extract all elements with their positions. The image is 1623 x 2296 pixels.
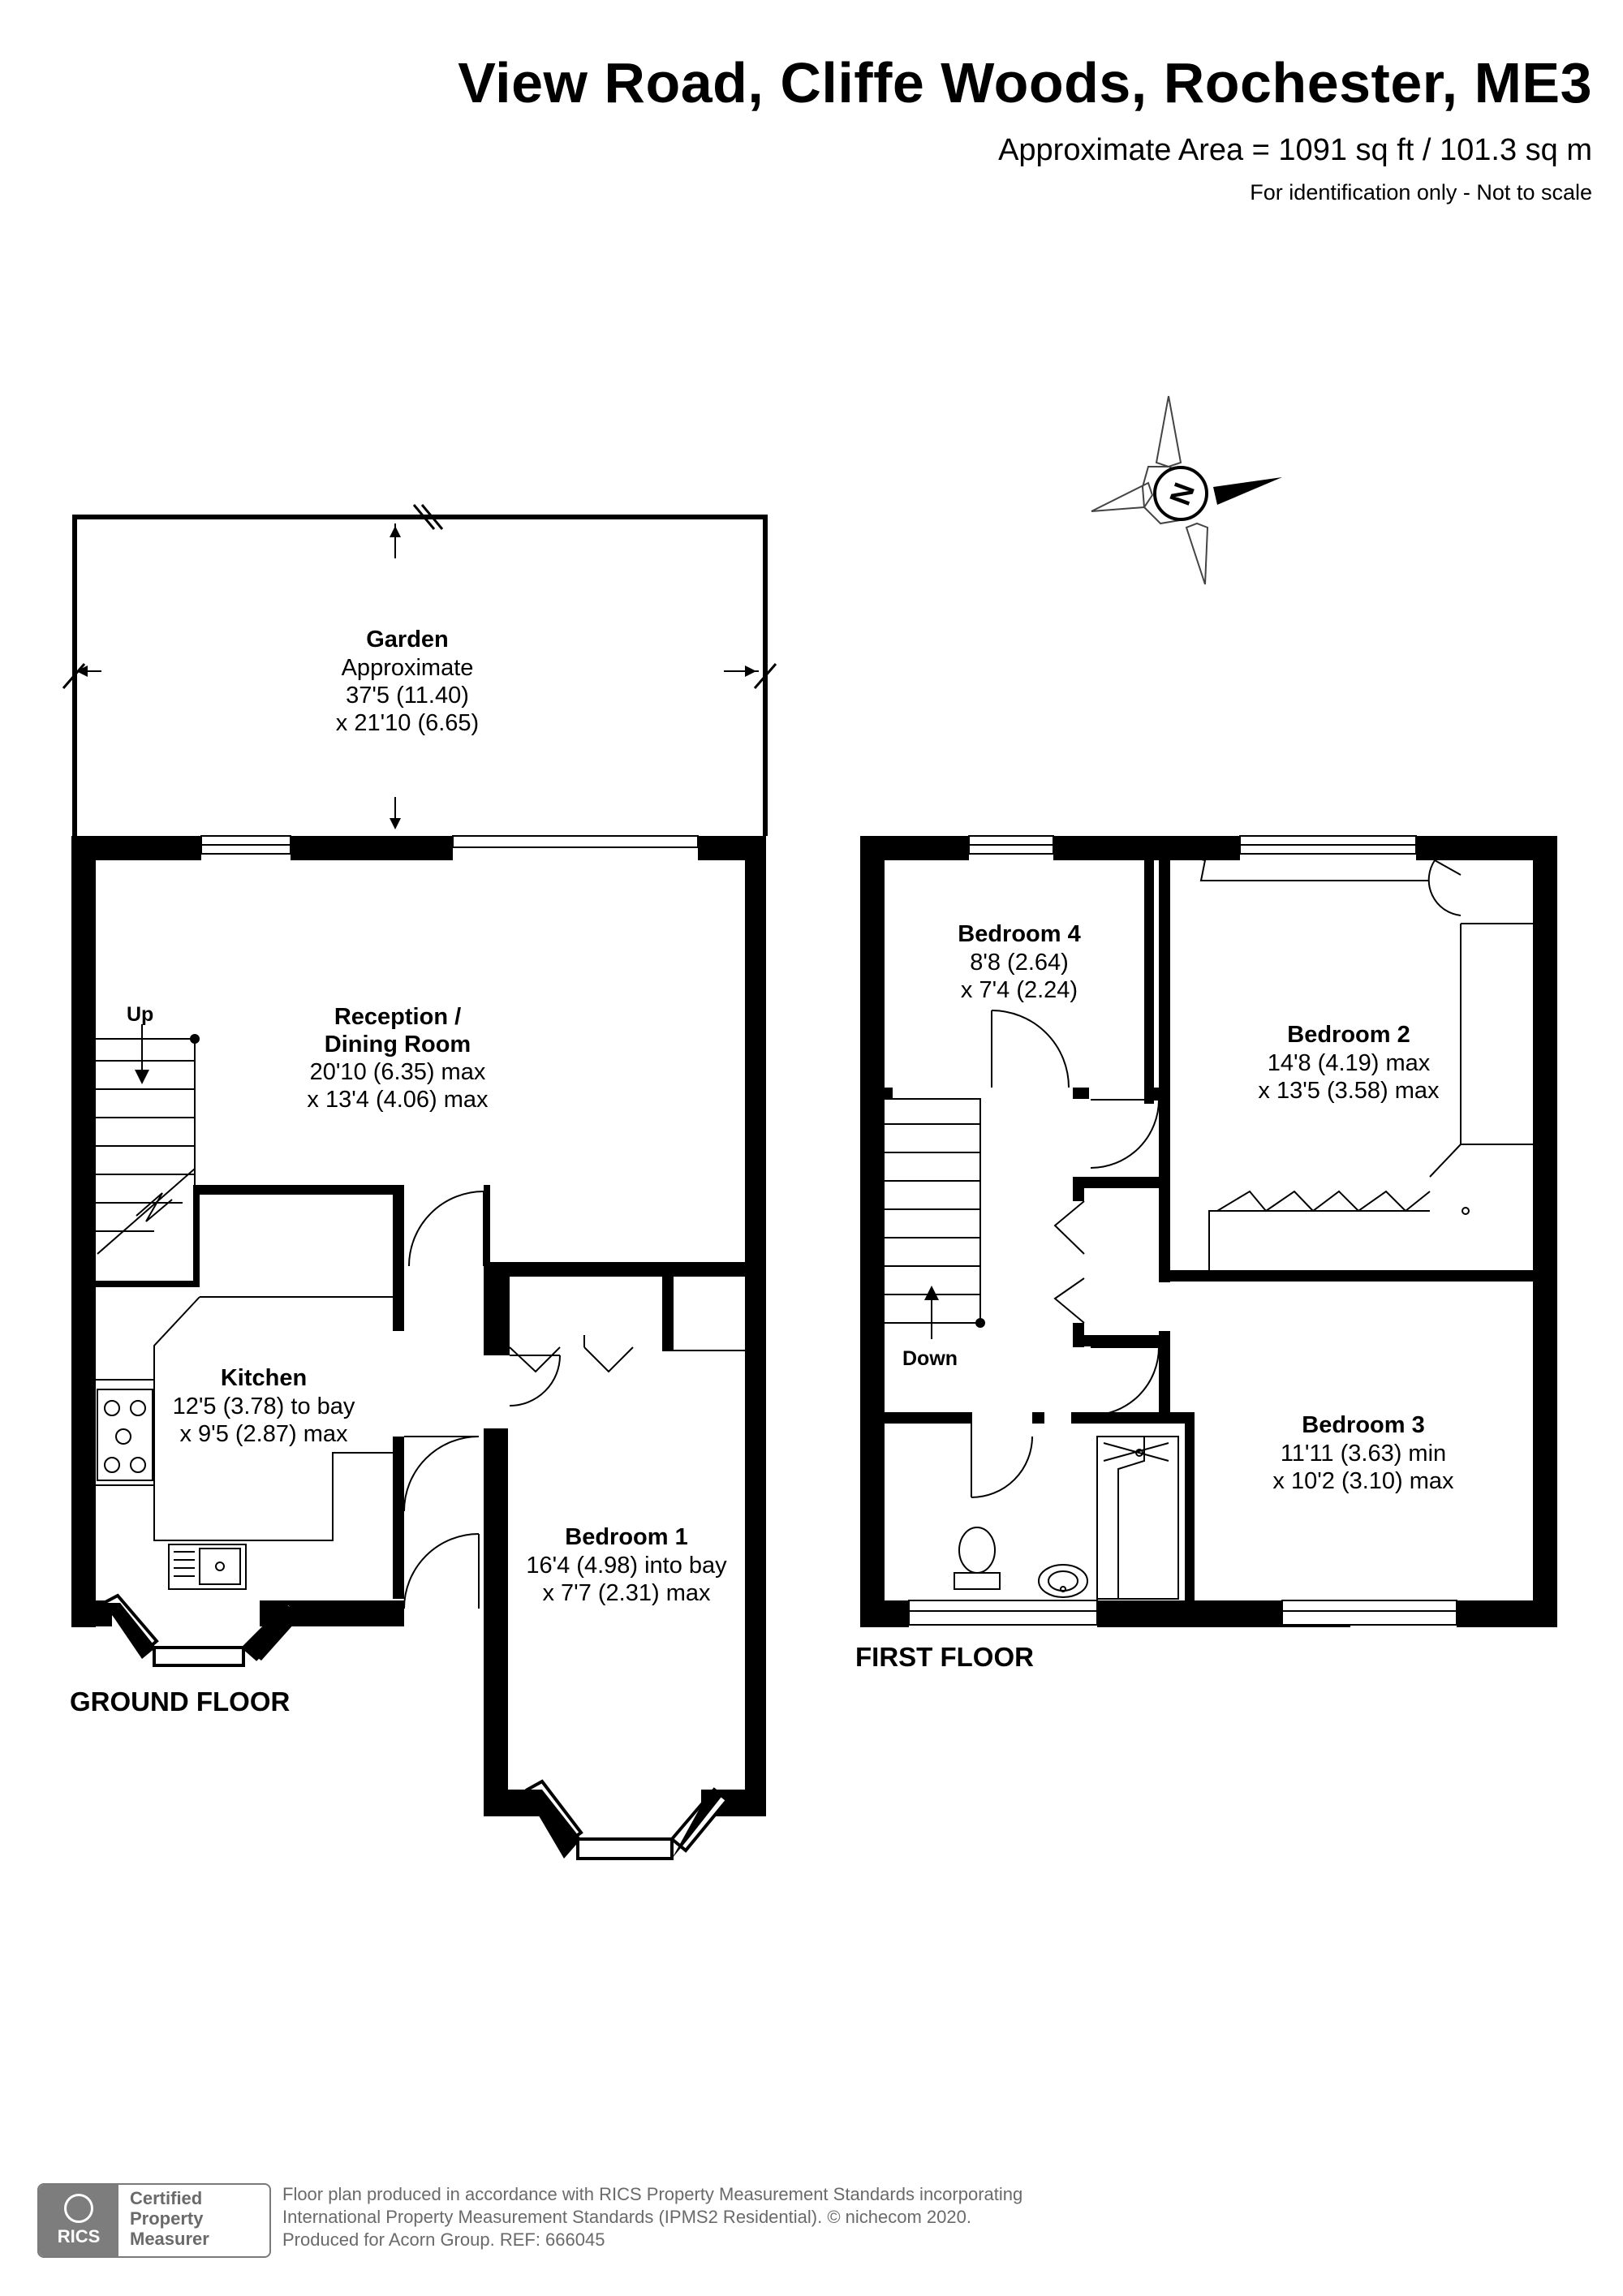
footer-disclaimer: Floor plan produced in accordance with R… [282,2183,1022,2251]
badge-line-1: Certified [130,2188,203,2208]
rics-crest-icon [64,2194,93,2223]
reception-dim-1: 20'10 (6.35) max [310,1059,486,1085]
ground-floor-label: GROUND FLOOR [70,1686,290,1717]
kitchen-hob [97,1389,153,1481]
badge-line-3: Measurer [130,2229,209,2249]
garden-dim-3: x 21'10 (6.65) [336,710,479,736]
reception-label-1: Reception / [334,1004,461,1030]
first-floor-doors [971,851,1533,1498]
footer-line-3: Produced for Acorn Group. REF: 666045 [282,2229,605,2250]
first-floor-windows [908,835,1457,1626]
garden-arrows [76,526,756,829]
garden-dim-2: 37'5 (11.40) [346,683,469,709]
bedroom3-dim-2: x 10'2 (3.10) max [1272,1468,1454,1494]
rics-logo-text: RICS [57,2226,101,2246]
reception-label-2: Dining Room [325,1032,471,1058]
kitchen-dim-2: x 9'5 (2.87) max [179,1421,348,1447]
ground-floor-windows [200,835,699,855]
bedroom3-label: Bedroom 3 [1302,1412,1424,1438]
footer: RICS Certified Property Measurer Floor p… [37,2183,1579,2272]
footer-line-2: International Property Measurement Stand… [282,2207,971,2227]
garden-outline [62,504,777,836]
kitchen-dim-1: 12'5 (3.78) to bay [173,1394,355,1419]
plan-title: View Road, Cliffe Woods, Rochester, ME3 [458,51,1592,114]
bedroom4-dim-2: x 7'4 (2.24) [961,977,1078,1003]
rics-badge-text: Certified Property Measurer [118,2185,209,2256]
bedroom1-dim-2: x 7'7 (2.31) max [542,1580,711,1606]
kitchen-worktop [96,1296,393,1541]
approximate-area: Approximate Area = 1091 sq ft / 101.3 sq… [998,133,1592,167]
first-floor-bathroom [954,1436,1179,1600]
badge-line-2: Property [130,2208,204,2229]
ground-floor-doors [403,1191,745,1609]
kitchen-bay-window [101,1593,303,1667]
ground-floor-walls [71,836,766,1816]
ground-floor-stairs [96,1024,196,1266]
scale-note: For identification only - Not to scale [1250,180,1592,205]
first-floor-stairs [885,1098,981,1339]
stairs-up-label: Up [127,1003,153,1026]
rics-certified-badge: RICS Certified Property Measurer [37,2183,271,2258]
garden-label: Garden [366,627,449,653]
bedroom1-dim-1: 16'4 (4.98) into bay [526,1553,727,1579]
kitchen-label: Kitchen [221,1365,307,1391]
bedroom2-dim-1: 14'8 (4.19) max [1268,1050,1431,1076]
bedroom4-dim-1: 8'8 (2.64) [970,950,1069,976]
rics-logo: RICS [39,2185,118,2256]
first-floor-label: FIRST FLOOR [855,1642,1034,1672]
bedroom2-label: Bedroom 2 [1287,1022,1410,1048]
garden-dim-1: Approximate [342,655,474,681]
reception-dim-2: x 13'4 (4.06) max [307,1087,489,1113]
bedroom1-bay-window [523,1779,730,1860]
bedroom4-label: Bedroom 4 [958,921,1080,947]
stairs-down-label: Down [902,1347,958,1370]
bedroom1-label: Bedroom 1 [565,1524,687,1550]
footer-line-1: Floor plan produced in accordance with R… [282,2184,1023,2204]
compass-rose-icon: N [1091,395,1282,585]
kitchen-sink [168,1544,247,1590]
bedroom3-dim-1: 11'11 (3.63) min [1281,1441,1446,1467]
bedroom2-dim-2: x 13'5 (3.58) max [1258,1078,1440,1104]
